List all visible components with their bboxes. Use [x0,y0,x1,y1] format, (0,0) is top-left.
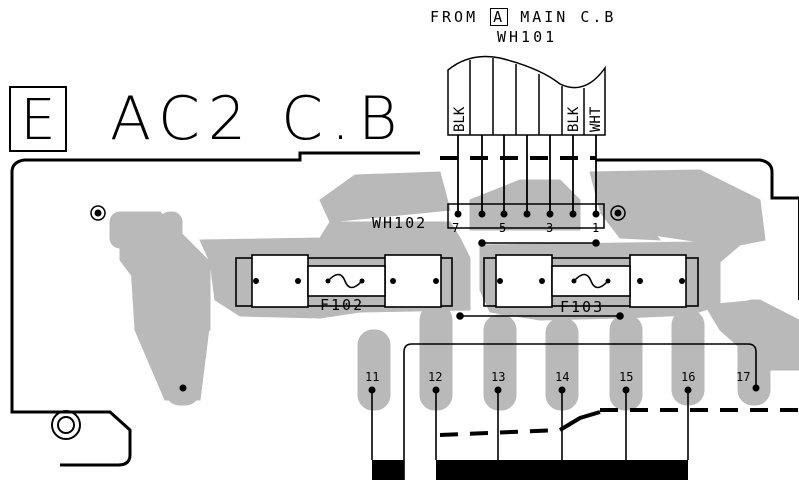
wire-color-labels: BLK BLK WHT [452,106,604,132]
mounting-holes [51,205,626,440]
pin-label-11: 11 [365,370,379,384]
connector-wh102: WH102 7 5 3 1 [372,203,605,235]
pin-label-15: 15 [619,370,633,384]
wire-ribbon [447,55,606,136]
harness-wires [457,135,597,212]
pin-label-1: 1 [592,221,599,235]
board-letter-box: E [9,86,67,153]
source-board-box: A [490,8,509,26]
board-step [558,410,601,432]
pin-label-5: 5 [499,221,506,235]
pin-label-14: 14 [555,370,569,384]
source-connector-label: WH101 [497,28,558,46]
from-prefix: FROM [430,8,479,26]
board-outline [10,151,799,467]
connector-label: WH102 [372,214,427,232]
jumpers [456,239,624,320]
pin-label-3: 3 [546,221,553,235]
pin-label-13: 13 [491,370,505,384]
wire-color-label-2: BLK [566,106,582,132]
wire-color-label-3: WHT [588,106,604,132]
copper-pattern [109,169,799,411]
pin-label-16: 16 [681,370,695,384]
source-board-label: FROM A MAIN C.B [430,8,616,26]
fuse-f103: F103 [483,254,699,316]
fuse-f102: F102 [235,254,453,314]
fuse-label-f103: F103 [560,298,604,316]
pin-row: 11 12 13 14 15 16 17 [179,343,760,480]
wire-color-label-1: BLK [452,106,468,132]
pin-label-12: 12 [428,370,442,384]
pin-label-17: 17 [736,370,750,384]
pin-label-7: 7 [452,221,459,235]
board-letter: E [20,88,56,153]
board-title: AC2 C.B [110,84,406,154]
from-suffix: MAIN C.B [520,8,617,26]
fuse-label-f102: F102 [320,296,364,314]
board-dashed-outline [439,156,799,437]
